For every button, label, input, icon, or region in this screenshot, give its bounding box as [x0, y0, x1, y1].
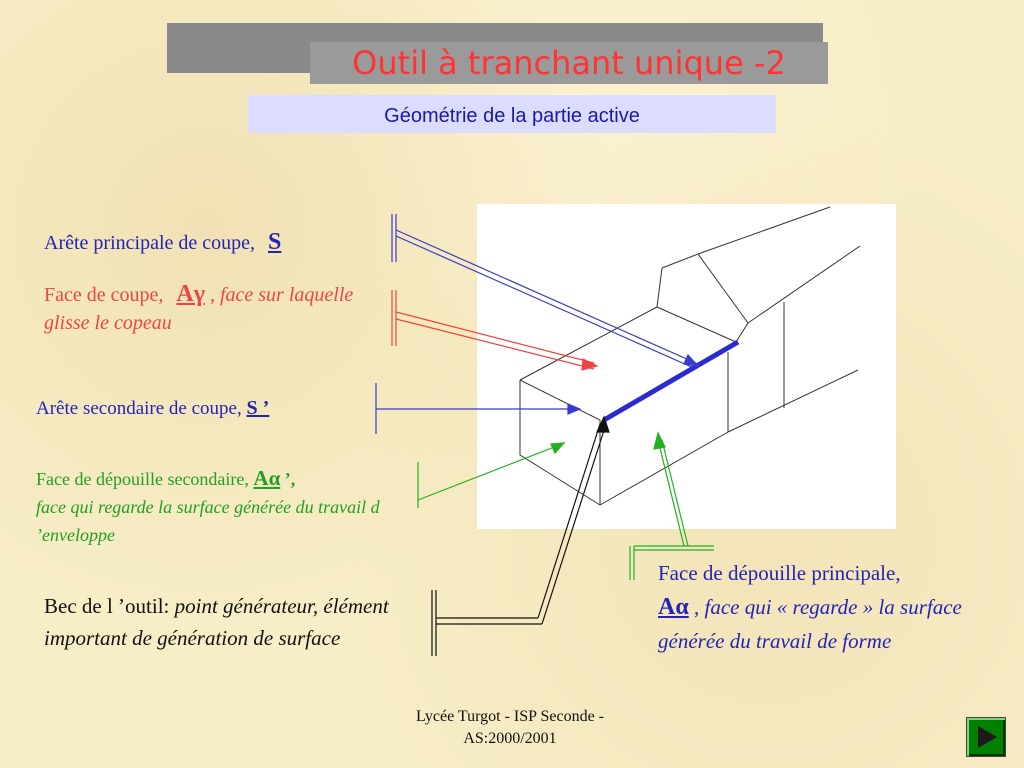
face-depouille-secondaire-text: Face de dépouille secondaire,: [36, 469, 249, 489]
face-depouille-principale-text: Face de dépouille principale,: [658, 561, 901, 585]
face-depouille-principale-separator: ,: [693, 595, 700, 619]
slide-subtitle: Géométrie de la partie active: [248, 95, 776, 133]
label-face-depouille-principale: Face de dépouille principale, Aα , face …: [658, 556, 1008, 658]
bec-outil-description: point générateur, élément important de g…: [44, 594, 389, 650]
main-cutting-edge-s: [602, 339, 740, 423]
slide-title: Outil à tranchant unique -2: [310, 42, 828, 84]
tool-body-outline: [519, 206, 861, 506]
symbol-aalpha-prime: Aα: [253, 466, 281, 490]
symbol-aalpha-prime-suffix: ’,: [284, 469, 296, 489]
label-face-depouille-secondaire: Face de dépouille secondaire, Aα ’, face…: [36, 464, 416, 549]
symbol-aalpha: Aα: [658, 594, 689, 620]
footer-line-2: AS:2000/2001: [463, 730, 557, 747]
symbol-s: S: [268, 229, 282, 255]
slide-footer: Lycée Turgot - ISP Seconde - AS:2000/200…: [380, 706, 640, 750]
arete-secondaire-text: Arête secondaire de coupe,: [36, 398, 242, 419]
next-slide-button[interactable]: [966, 717, 1006, 757]
symbol-agamma: Aγ: [176, 281, 205, 307]
footer-line-1: Lycée Turgot - ISP Seconde -: [416, 708, 604, 725]
play-triangle-icon: [978, 726, 997, 748]
bec-outil-text: Bec de l ’outil:: [44, 594, 170, 618]
label-face-de-coupe: Face de coupe, Aγ , face sur laquelle gl…: [44, 280, 389, 337]
face-depouille-principale-description: face qui « regarde » la surface générée …: [658, 595, 962, 653]
label-arete-secondaire: Arête secondaire de coupe, S ’: [36, 394, 269, 423]
face-coupe-separator: ,: [209, 284, 215, 306]
symbol-s-prime: S ’: [246, 397, 270, 419]
leader-arrow-s-prime: [375, 383, 582, 434]
face-coupe-text: Face de coupe,: [44, 284, 164, 306]
leader-arrow-agamma: [391, 290, 599, 371]
label-bec-outil: Bec de l ’outil: point générateur, éléme…: [44, 590, 429, 654]
label-arete-principale: Arête principale de coupe, S: [44, 228, 281, 257]
leader-arrow-aalpha: [629, 431, 714, 580]
arete-principale-text: Arête principale de coupe,: [44, 232, 256, 254]
leader-arrow-aalpha-prime: [417, 442, 566, 508]
face-coupe-description: face sur laquelle glisse le copeau: [44, 284, 354, 334]
face-depouille-secondaire-description: face qui regarde la surface générée du t…: [36, 497, 380, 545]
leader-arrow-bec: [431, 415, 610, 656]
leader-arrow-s: [391, 214, 700, 370]
